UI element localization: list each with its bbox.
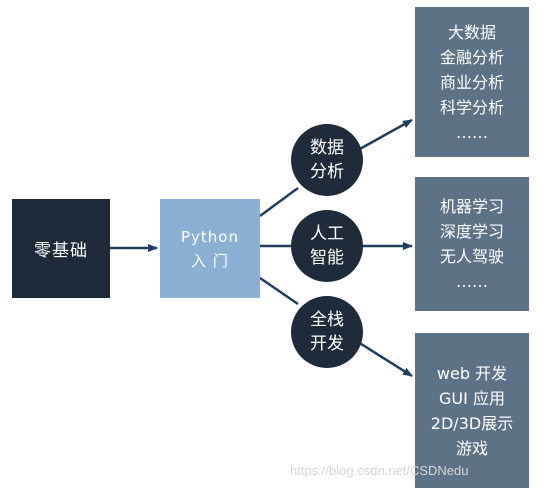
start-label: 零基础 bbox=[34, 241, 88, 261]
branch-label-line2: 开发 bbox=[310, 334, 344, 354]
result-box-data-analysis: 大数据 金融分析 商业分析 科学分析 …… bbox=[415, 7, 529, 157]
result-item: web 开发 bbox=[436, 363, 508, 383]
branch-label-line1: 全栈 bbox=[310, 310, 344, 330]
result-item: 大数据 bbox=[447, 22, 496, 42]
branch-label-line2: 分析 bbox=[310, 162, 344, 182]
arrow-data-analysis-to-results bbox=[357, 118, 413, 152]
branch-label-line1: 数据 bbox=[310, 138, 344, 158]
result-item: GUI 应用 bbox=[439, 388, 505, 408]
result-item: …… bbox=[456, 122, 488, 142]
start-node: 零基础 bbox=[12, 199, 110, 298]
result-item: …… bbox=[456, 272, 488, 291]
python-node: Python 入 门 bbox=[160, 199, 260, 298]
result-item: 深度学习 bbox=[439, 222, 504, 241]
result-box-ai: 机器学习 深度学习 无人驾驶 …… bbox=[415, 177, 529, 311]
result-item: 无人驾驶 bbox=[439, 247, 504, 266]
result-item: 机器学习 bbox=[439, 197, 504, 216]
result-item: 游戏 bbox=[455, 438, 488, 458]
branch-ai: 人工 智能 bbox=[291, 210, 363, 282]
branch-data-analysis: 数据 分析 bbox=[291, 124, 363, 196]
arrow-fullstack-to-results bbox=[357, 340, 413, 378]
branch-label-line1: 人工 bbox=[310, 224, 344, 244]
result-item: 科学分析 bbox=[439, 97, 504, 117]
branch-fullstack: 全栈 开发 bbox=[291, 296, 363, 368]
branch-label-line2: 智能 bbox=[310, 248, 344, 268]
python-label-line2: 入 门 bbox=[191, 251, 229, 270]
connector-python-to-data-analysis bbox=[259, 186, 299, 218]
connector-python-to-fullstack bbox=[259, 276, 299, 306]
result-item: 2D/3D展示 bbox=[430, 413, 514, 433]
result-item: 商业分析 bbox=[439, 72, 504, 92]
result-item: 金融分析 bbox=[439, 47, 504, 67]
python-label-line1: Python bbox=[181, 227, 239, 246]
result-box-fullstack: web 开发 GUI 应用 2D/3D展示 游戏 bbox=[415, 333, 529, 488]
watermark: https://blog.csdn.net/CSDNedu bbox=[290, 463, 469, 478]
